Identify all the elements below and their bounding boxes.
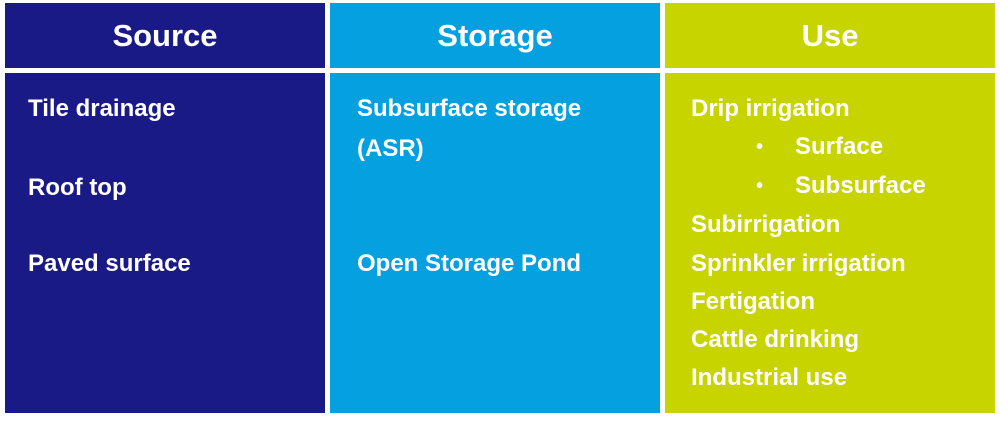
- use-item-cattle-drinking: Cattle drinking: [691, 326, 860, 353]
- storage-item-open-pond: Open Storage Pond: [357, 250, 582, 277]
- storage-column: Storage Subsurface storage (ASR) Open St…: [330, 3, 660, 413]
- source-item-roof-top: Roof top: [28, 174, 127, 201]
- use-header-label: Use: [801, 17, 859, 53]
- storage-header-label: Storage: [437, 17, 553, 53]
- use-subitem-surface: Surface: [795, 133, 884, 160]
- bullet-icon: •: [756, 136, 764, 158]
- source-header-label: Source: [112, 17, 218, 53]
- use-header: Use: [665, 3, 995, 68]
- use-item-fertigation: Fertigation: [691, 288, 815, 315]
- storage-header: Storage: [330, 3, 660, 68]
- use-item-industrial-use: Industrial use: [691, 364, 848, 391]
- storage-item-subsurface: Subsurface storage: [357, 95, 582, 122]
- use-column: Use Drip irrigation • Surface • Subsurfa…: [665, 3, 995, 413]
- use-item-subirrigation: Subirrigation: [691, 211, 841, 238]
- use-item-sprinkler-irrigation: Sprinkler irrigation: [691, 250, 906, 277]
- use-subitem-subsurface: Subsurface: [795, 172, 926, 199]
- source-column: Source Tile drainage Roof top Paved surf…: [5, 3, 325, 413]
- source-item-paved-surface: Paved surface: [28, 250, 191, 277]
- use-item-drip-irrigation: Drip irrigation: [691, 95, 850, 122]
- storage-body: Subsurface storage (ASR) Open Storage Po…: [330, 73, 660, 413]
- source-item-tile-drainage: Tile drainage: [28, 95, 176, 122]
- use-body: Drip irrigation • Surface • Subsurface S…: [665, 73, 995, 413]
- storage-item-asr: (ASR): [357, 135, 424, 162]
- source-body: Tile drainage Roof top Paved surface: [5, 73, 325, 413]
- bullet-icon: •: [756, 175, 764, 197]
- source-header: Source: [5, 3, 325, 68]
